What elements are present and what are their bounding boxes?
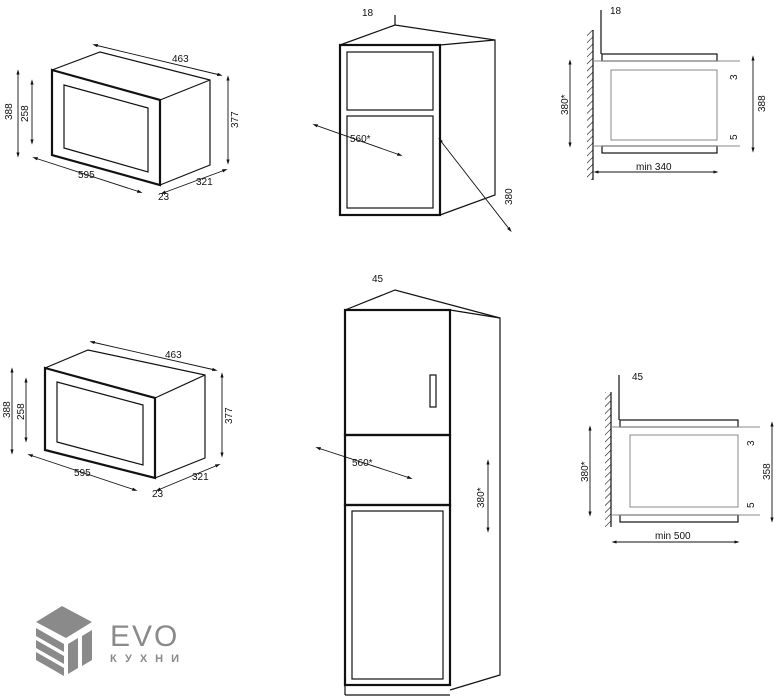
dim-depth: 321 xyxy=(192,472,209,483)
dim-min-depth: min 340 xyxy=(636,162,672,173)
dim-niche-height: 380* xyxy=(580,461,591,482)
section-bottom: 45 380* 3 358 5 min 500 xyxy=(580,372,774,544)
dim-panel: 45 xyxy=(372,274,384,285)
dim-niche-width: 560* xyxy=(352,458,373,469)
dim-front-width: 595 xyxy=(78,170,95,181)
dim-height-body: 377 xyxy=(224,407,235,424)
dim-front-width: 595 xyxy=(74,468,91,479)
microwave-iso-bottom: 463 388 258 377 595 321 23 xyxy=(2,341,235,500)
dim-height-body: 377 xyxy=(230,111,241,128)
logo-subtitle: КУХНИ xyxy=(110,653,187,665)
dim-height-inner: 258 xyxy=(20,105,31,122)
cabinet-iso-top: 18 560* 380 xyxy=(312,8,515,233)
dim-frame: 23 xyxy=(152,489,164,500)
dim-height: 388 xyxy=(757,95,768,112)
dim-niche-width: 560* xyxy=(350,134,371,145)
dim-height-inner: 258 xyxy=(16,403,27,420)
dim-width: 463 xyxy=(172,54,189,65)
dim-niche-height: 380* xyxy=(476,487,487,508)
dim-panel: 18 xyxy=(362,8,374,19)
dim-panel: 18 xyxy=(610,6,622,17)
dim-depth: 321 xyxy=(196,177,213,188)
dim-gap-top: 3 xyxy=(746,440,757,446)
dim-frame: 23 xyxy=(158,192,170,203)
dim-height-outer: 388 xyxy=(4,103,15,120)
microwave-iso-top: 463 388 258 377 595 321 23 xyxy=(4,44,241,203)
evo-logo: EVO КУХНИ xyxy=(36,606,187,676)
logo-brand: EVO xyxy=(110,620,179,653)
dim-gap-bottom: 5 xyxy=(746,502,757,508)
dim-panel: 45 xyxy=(632,372,644,383)
dim-height: 358 xyxy=(762,463,773,480)
tall-cabinet-iso: 45 560* 380* xyxy=(315,274,501,696)
dim-niche-height: 380* xyxy=(560,94,571,115)
cube-icon xyxy=(36,606,92,676)
dim-width: 463 xyxy=(165,350,182,361)
dim-gap-bottom: 5 xyxy=(729,134,740,140)
dim-min-depth: min 500 xyxy=(655,531,691,542)
dim-height-outer: 388 xyxy=(2,401,13,418)
dim-gap-top: 3 xyxy=(729,74,740,80)
section-top: 18 380* 3 388 5 min 340 xyxy=(560,6,768,180)
dim-niche-height: 380 xyxy=(504,188,515,205)
